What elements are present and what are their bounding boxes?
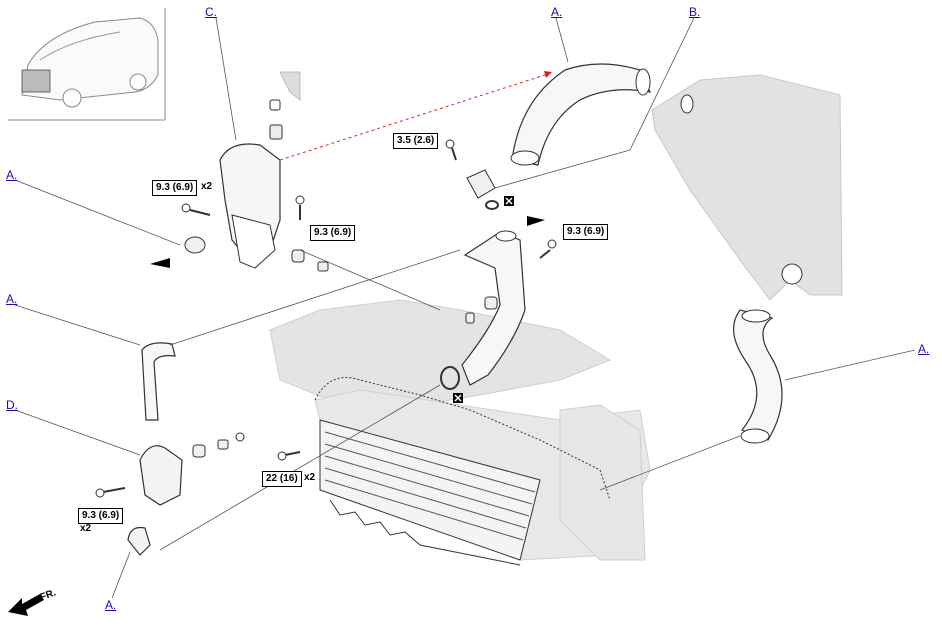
callout-c[interactable]: C. [205,5,217,19]
qty-bracket: x2 [304,472,316,483]
resonator [181,71,329,272]
bracket-ghost [559,404,646,561]
vehicle-locator [8,8,166,121]
hose-d [139,445,183,506]
small-hose-left [141,342,176,421]
bumper-beam-ghost [269,299,612,406]
torque-c-bolts: 9.3 (6.9) [152,180,198,196]
connection-dashed-line [279,73,549,161]
small-hose-bottom [127,526,151,556]
torque-bracket: 22 (16) [262,471,302,487]
torque-d: 9.3 (6.9) [78,508,124,524]
callout-a-bottom[interactable]: A. [105,598,117,612]
torque-pipe: 9.3 (6.9) [563,224,609,240]
torque-sensor: 3.5 (2.6) [393,133,439,149]
direction-arrow-right [527,216,545,226]
intercooler [319,419,541,566]
replace-mark-icons [453,196,514,403]
callout-a-left2[interactable]: A. [6,292,18,306]
callout-a-right[interactable]: A. [918,342,930,356]
callout-a-top[interactable]: A. [551,5,563,19]
callout-b[interactable]: B. [689,5,701,19]
callout-a-left1[interactable]: A. [6,168,18,182]
qty-c: x2 [201,181,213,192]
sensor [445,139,557,259]
qty-d: x2 [80,523,92,534]
intake-pipe [461,231,526,386]
engine-block-ghost [651,74,843,301]
callout-d[interactable]: D. [6,398,18,412]
leader-lines [14,17,916,599]
torque-c-side: 9.3 (6.9) [310,225,356,241]
direction-arrow-left [150,258,170,268]
air-hose-right [733,309,783,441]
front-arrow-icon [8,594,44,616]
